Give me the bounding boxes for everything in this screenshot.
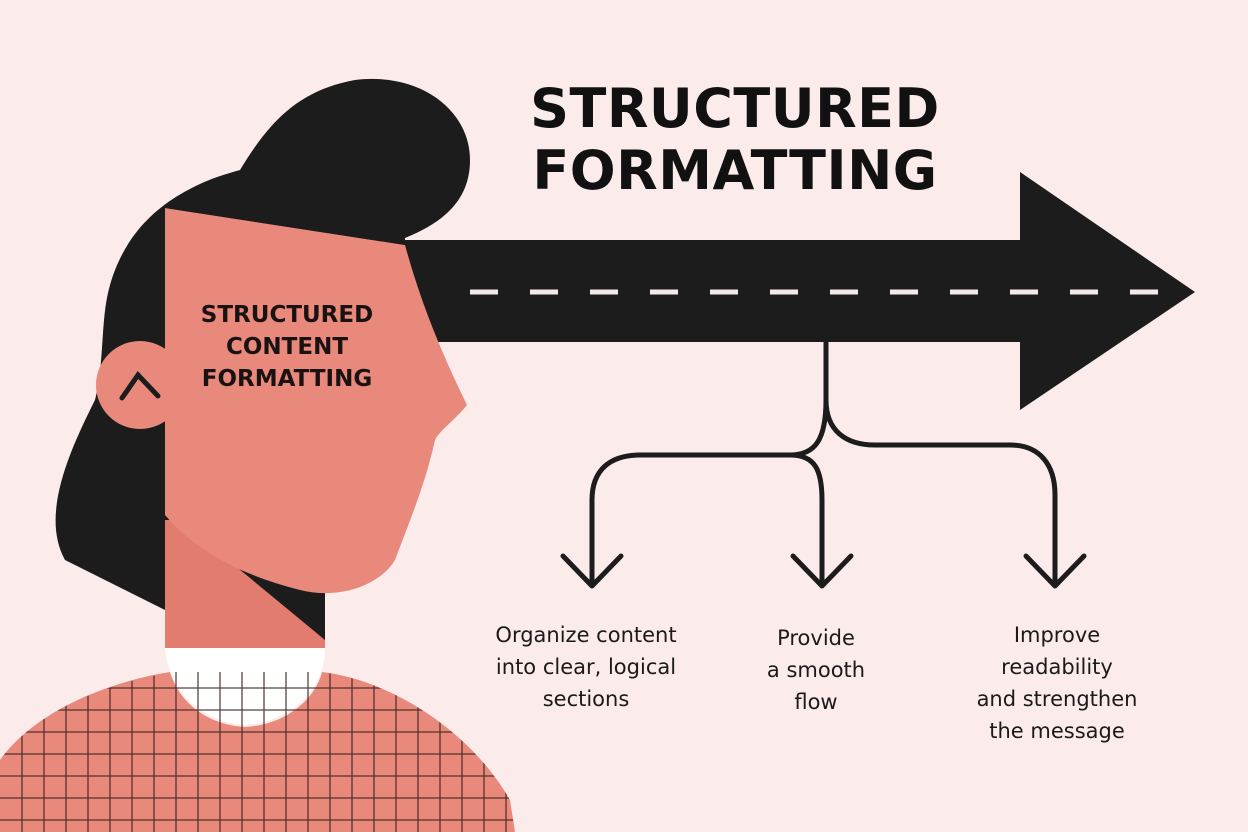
head-label-line-3: FORMATTING bbox=[201, 366, 373, 392]
branch-3-line-2: readability bbox=[1001, 655, 1113, 679]
head-label-line-2: CONTENT bbox=[225, 334, 349, 360]
collar bbox=[165, 648, 325, 725]
main-title: STRUCTURED FORMATTING bbox=[500, 78, 970, 202]
ear bbox=[96, 341, 184, 429]
arrowhead-left bbox=[560, 553, 624, 589]
branch-connectors bbox=[560, 339, 1087, 589]
branch-stem bbox=[823, 339, 1058, 588]
branch-2-line-1: Provide bbox=[777, 626, 855, 650]
head-label-line-1: STRUCTURED bbox=[200, 302, 374, 328]
title-line-2: FORMATTING bbox=[532, 139, 938, 202]
arrowhead-right bbox=[1023, 553, 1087, 589]
shirt bbox=[0, 672, 515, 832]
face bbox=[165, 208, 467, 594]
branch-3-line-3: and strengthen bbox=[976, 687, 1138, 711]
arrowhead-middle bbox=[790, 553, 854, 589]
branch-2-line-2: a smooth bbox=[766, 658, 866, 682]
title-line-1: STRUCTURED bbox=[530, 77, 940, 140]
branch-split bbox=[589, 397, 829, 588]
branch-label-organize: Organize content into clear, logical sec… bbox=[466, 619, 706, 715]
branch-2-line-3: flow bbox=[794, 690, 838, 714]
branch-label-readability: Improve readability and strengthen the m… bbox=[944, 619, 1170, 747]
branch-3-line-4: the message bbox=[989, 719, 1125, 743]
road-arrow bbox=[330, 172, 1195, 410]
hair-fringe bbox=[165, 166, 407, 245]
branch-1-line-2: into clear, logical bbox=[495, 655, 677, 679]
branch-label-flow: Provide a smooth flow bbox=[726, 622, 906, 718]
branch-1-line-3: sections bbox=[542, 687, 630, 711]
branch-3-line-1: Improve bbox=[1013, 623, 1101, 647]
head-label: STRUCTURED CONTENT FORMATTING bbox=[178, 299, 396, 395]
branch-1-line-1: Organize content bbox=[495, 623, 677, 647]
